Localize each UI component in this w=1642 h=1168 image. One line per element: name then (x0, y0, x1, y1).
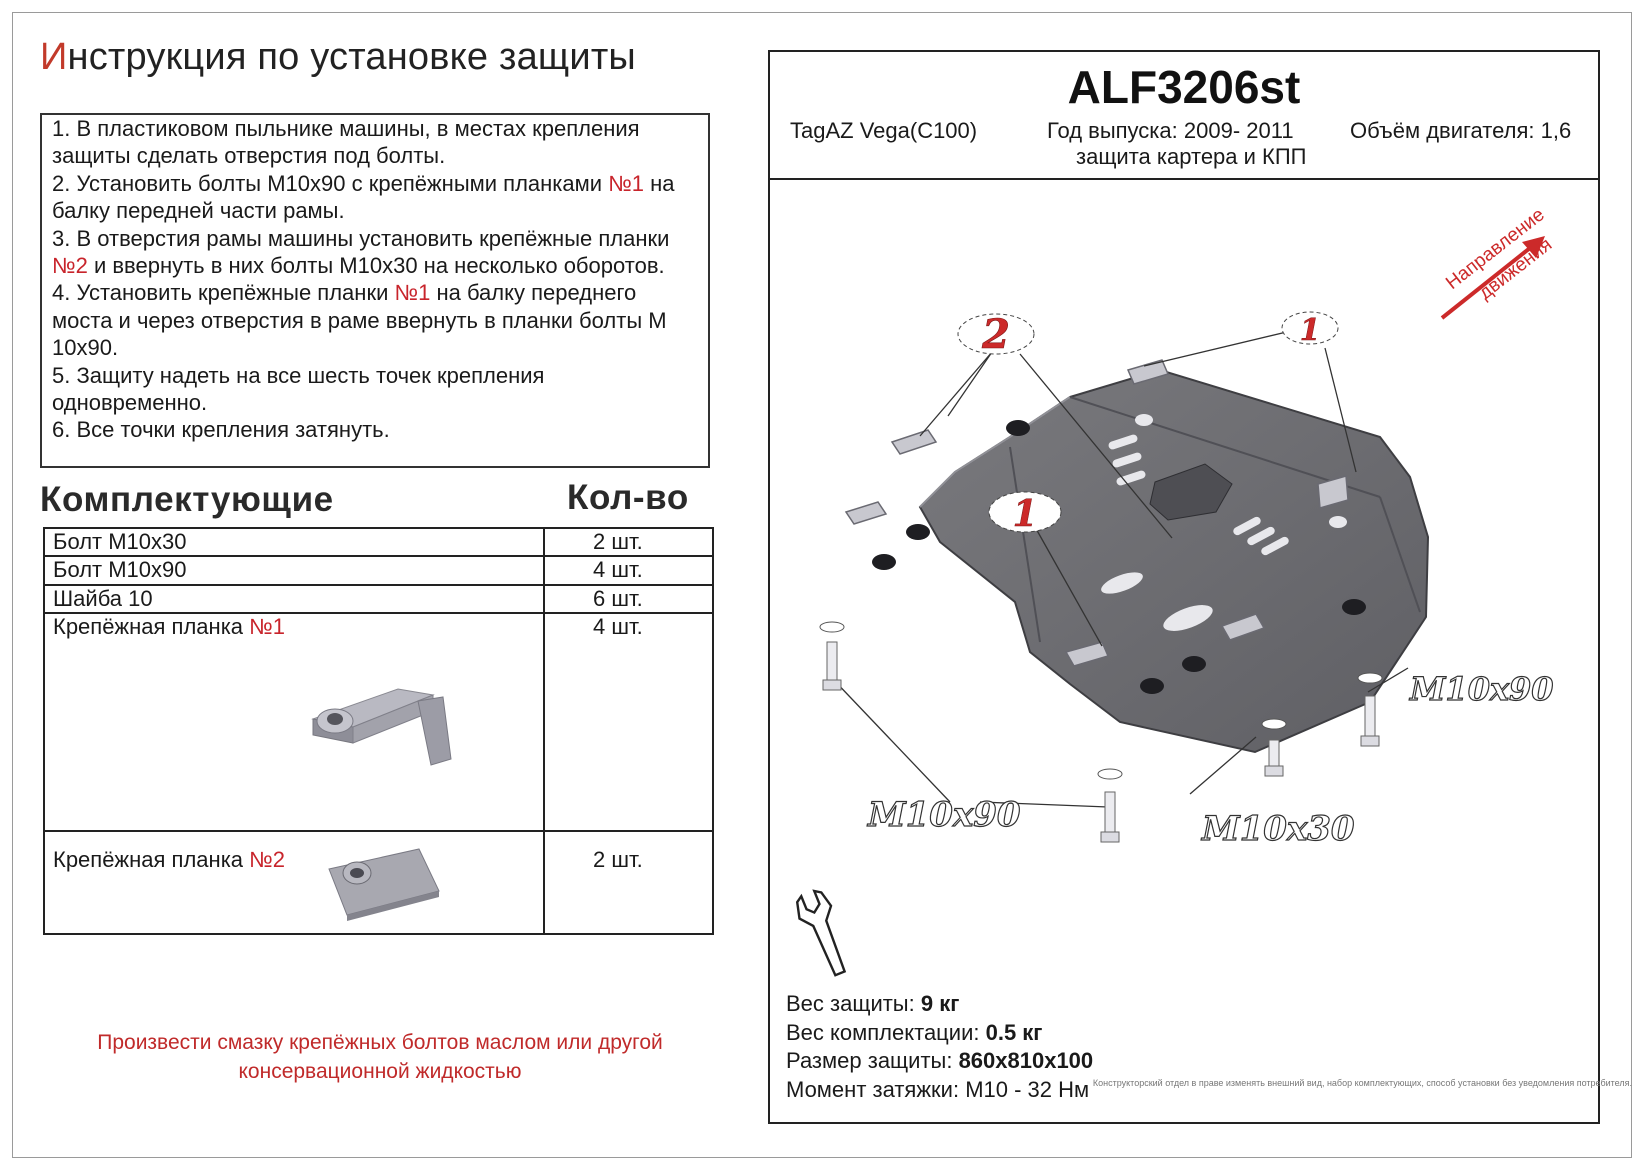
kit-heading: Комплектующие (40, 480, 334, 519)
instruction-4: 4. Установить крепёжные планки №1 на бал… (52, 280, 667, 361)
part-qty: 2 шт. (593, 529, 643, 554)
instruction-5: 5. Защиту надеть на все шесть точек креп… (52, 362, 545, 416)
svg-text:2: 2 (981, 311, 1010, 358)
direction-arrow-icon: Направление движения (1440, 204, 1556, 320)
bolt-icon (1261, 718, 1287, 777)
instruction-6: 6. Все точки крепления затянуть. (52, 417, 390, 443)
bracket-1-icon (311, 688, 452, 766)
bolt-icon (1357, 672, 1383, 747)
header-divider (770, 178, 1598, 180)
bolt-icon (819, 621, 845, 691)
bolt-icon (1097, 768, 1123, 843)
title-text: нструкция по установке защиты (67, 36, 636, 78)
specifications: Вес защиты: 9 кг Вес комплектации: 0.5 к… (786, 990, 1093, 1104)
instruction-3: 3. В отверстия рамы машины установить кр… (52, 225, 670, 279)
product-panel: ALF3206st TagAZ Vega(C100) Год выпуска: … (768, 50, 1600, 1124)
plate-number: №1 (608, 170, 645, 196)
plate-number: №2 (52, 253, 88, 279)
part-name: Болт М10х30 (53, 529, 187, 554)
svg-text:1: 1 (1012, 493, 1037, 535)
page-frame (12, 12, 1632, 1158)
instruction-2: 2. Установить болты М10х90 с крепёжными … (52, 170, 675, 224)
wrench-icon (795, 889, 847, 977)
callout-lines (829, 329, 1409, 808)
assembly-drawing: Направление движения (795, 204, 1556, 977)
torque-row: Момент затяжки: М10 - 32 Нм (786, 1076, 1090, 1102)
svg-text:1: 1 (1300, 313, 1321, 348)
bolt-label: M10x30 (1201, 809, 1355, 849)
part-qty: 6 шт. (593, 586, 643, 611)
part-qty: 2 шт. (593, 847, 643, 872)
bolt-label: M10x90 (1409, 670, 1554, 708)
parts-table: Болт М10х30 2 шт. Болт М10х90 4 шт. Шайб… (43, 527, 714, 935)
part-name: Крепёжная планка №2 (53, 847, 285, 872)
bracket-2-icon (328, 848, 440, 921)
product-code: ALF3206st (1067, 61, 1301, 113)
title-first-letter: И (40, 36, 68, 78)
part-qty: 4 шт. (593, 557, 643, 582)
mounting-brackets (844, 359, 1349, 667)
plate-number: №1 (249, 614, 285, 639)
part-name: Шайба 10 (53, 586, 153, 611)
bolt-label: M10x90 (867, 795, 1021, 835)
part-name: Крепёжная планка №1 (53, 614, 285, 639)
instruction-1: 1. В пластиковом пыльнике машины, в мест… (52, 116, 640, 169)
disclaimer: Конструкторский отдел в праве изменять в… (1092, 1078, 1632, 1088)
plate-number: №1 (394, 280, 431, 306)
kit-weight-row: Вес комплектации: 0.5 кг (786, 1019, 1043, 1045)
qty-heading: Кол-во (567, 478, 689, 517)
table-divider (543, 529, 545, 933)
part-qty: 4 шт. (593, 614, 643, 639)
callout-1-center: 1 (988, 491, 1062, 535)
table-divider (45, 555, 712, 557)
car-model: TagAZ Vega(C100) (790, 118, 978, 143)
weight-row: Вес защиты: 9 кг (786, 991, 960, 1016)
callout-1-top: 1 (1281, 311, 1339, 348)
plate-number: №2 (249, 847, 285, 872)
instructions-box: 1. В пластиковом пыльнике машины, в мест… (40, 113, 710, 468)
part-name: Болт М10х90 (53, 557, 187, 582)
page-title: Инструкция по установке защиты (40, 36, 636, 79)
table-divider (45, 612, 712, 614)
lubrication-note: Произвести смазку крепёжных болтов масло… (97, 1031, 663, 1083)
table-divider (45, 584, 712, 586)
production-year: Год выпуска: 2009- 2011 (1047, 118, 1294, 143)
protection-plate (872, 368, 1430, 754)
protection-description: защита картера и КПП (1076, 144, 1307, 169)
engine-volume: Объём двигателя: 1,6 (1350, 118, 1572, 143)
callout-2: 2 (957, 311, 1035, 358)
size-row: Размер защиты: 860х810х100 (786, 1048, 1094, 1073)
table-divider (45, 830, 712, 832)
